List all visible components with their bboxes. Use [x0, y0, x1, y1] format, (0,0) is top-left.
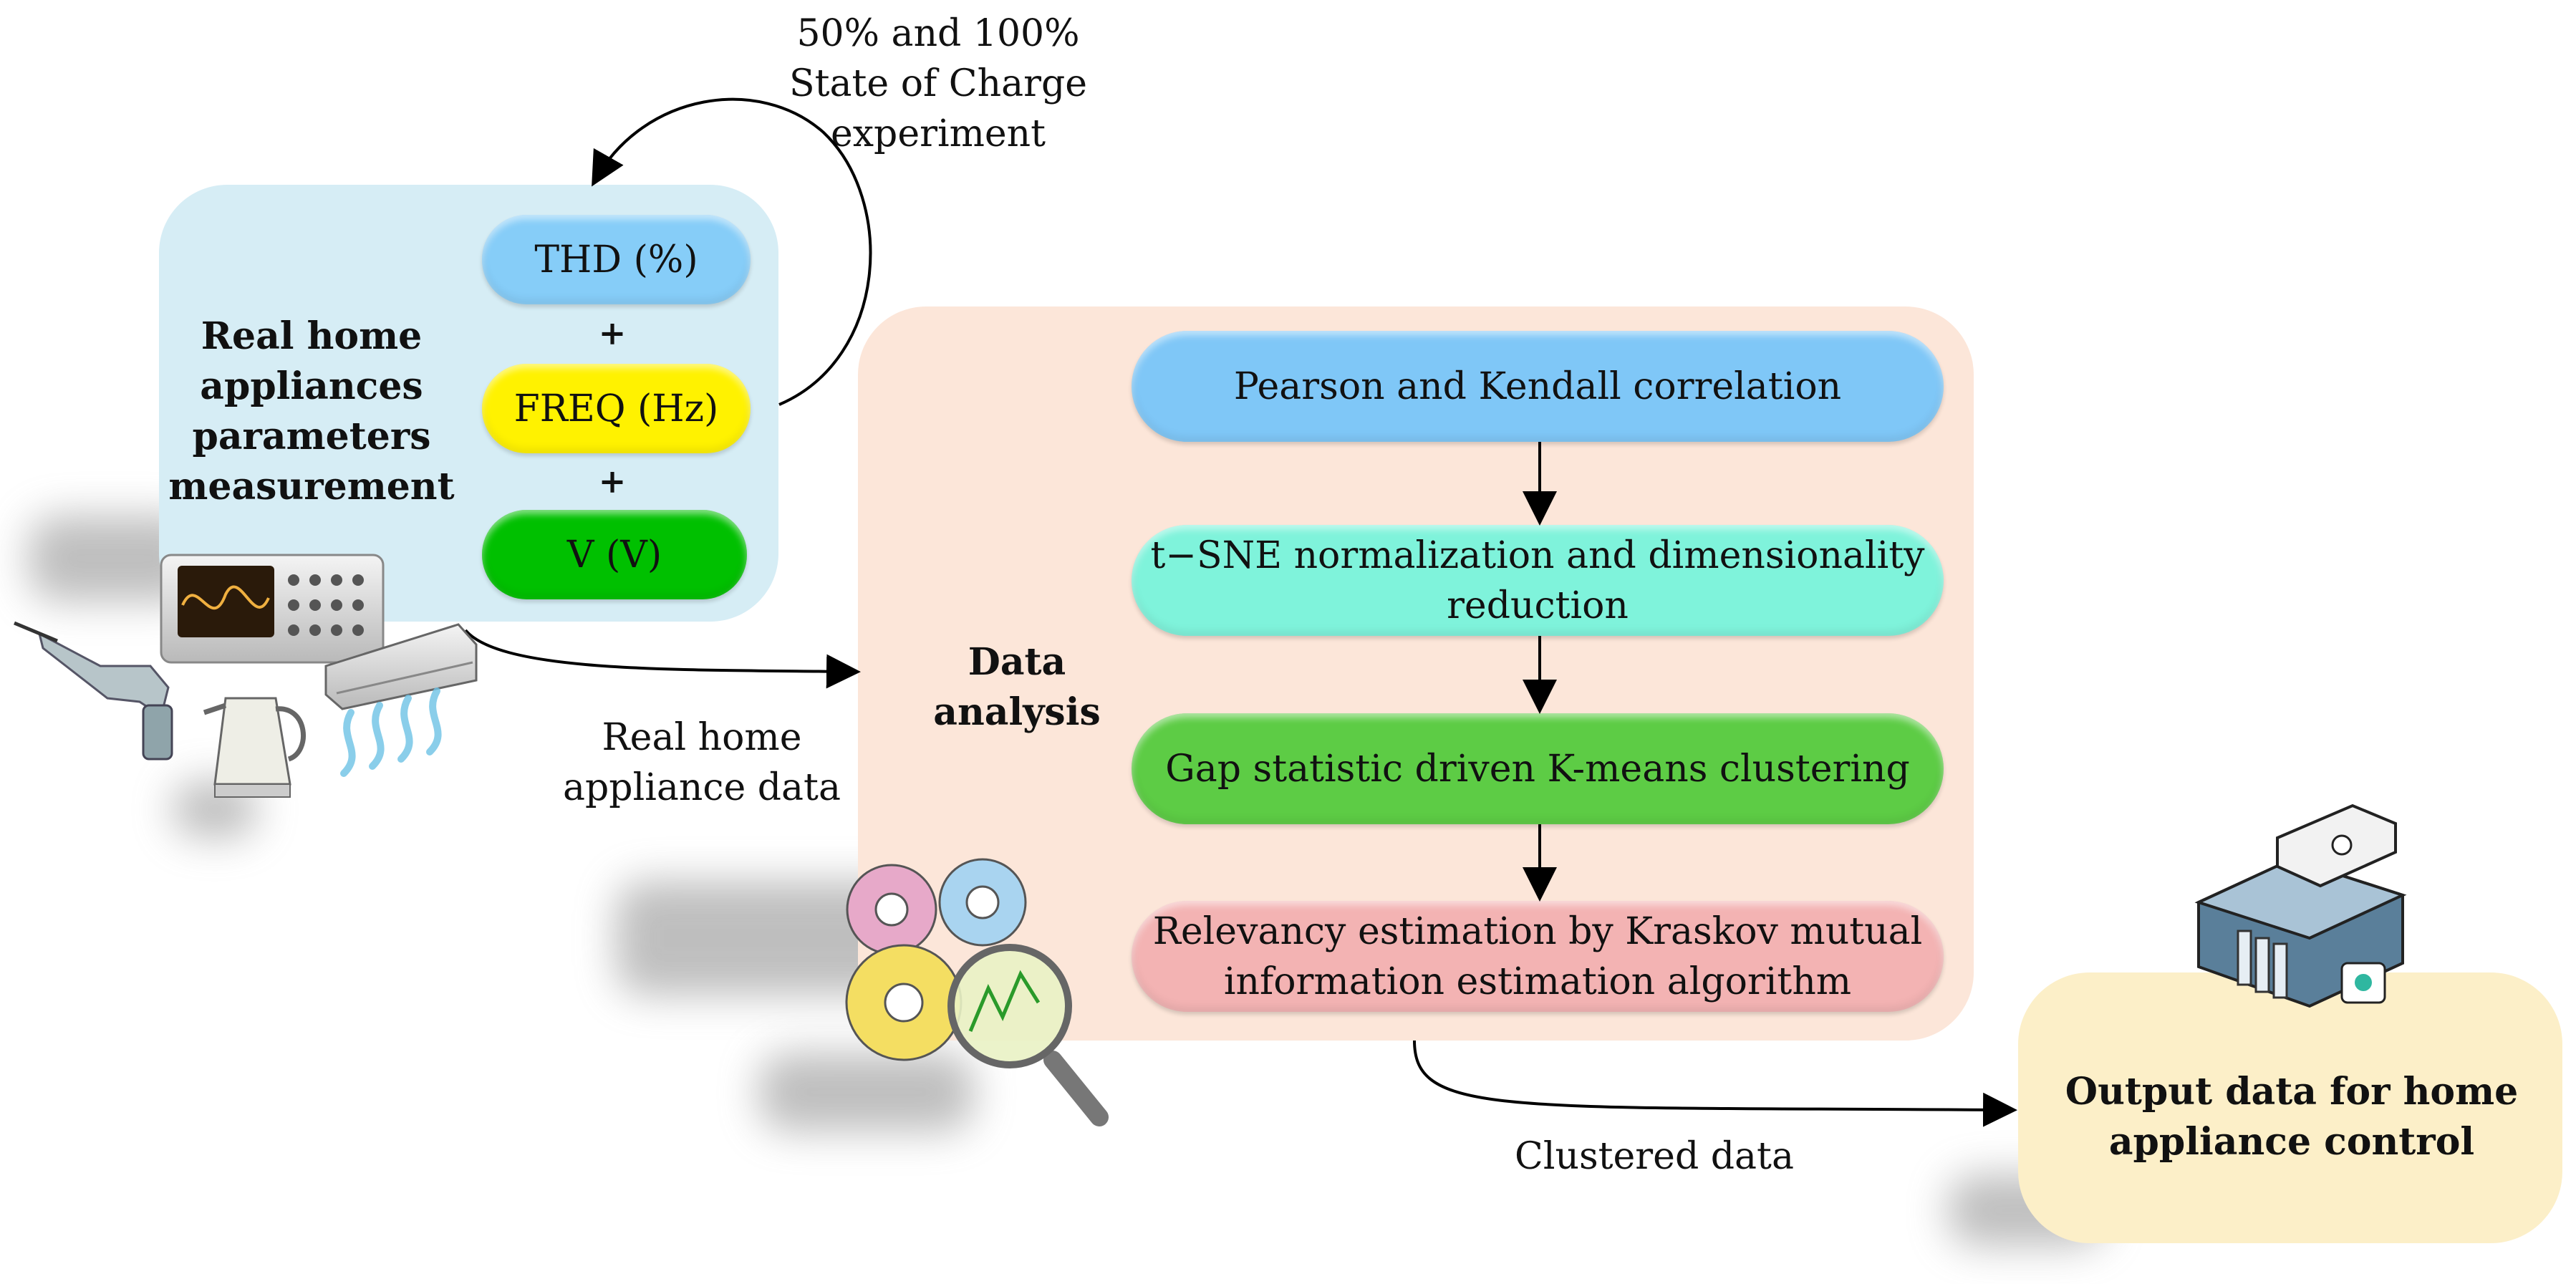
oscilloscope-icon — [160, 554, 385, 664]
appliance-data-arrow — [464, 629, 861, 689]
measurement-title: Real home appliances parameters measurem… — [168, 314, 455, 508]
clustered-data-label: Clustered data — [1515, 1135, 1794, 1178]
step-tsne: t−SNE normalization and dimensionality r… — [1132, 525, 1944, 636]
param-voltage: V (V) — [482, 510, 747, 599]
step-kmeans: Gap statistic driven K-means clustering — [1132, 713, 1944, 824]
output-panel — [2018, 972, 2562, 1243]
output-title: Output data for home appliance control — [2065, 1070, 2519, 1164]
gears-magnifier-icon — [845, 858, 1109, 1126]
soc-experiment-label: 50% and 100% State of Charge experiment — [789, 12, 1087, 155]
kettle-icon — [203, 697, 307, 798]
clustered-data-arrow — [1413, 1040, 2017, 1127]
param-freq: FREQ (Hz) — [482, 364, 751, 453]
plus-sign: + — [598, 462, 627, 501]
plus-sign: + — [598, 314, 627, 352]
analysis-title: Data analysis — [933, 640, 1101, 734]
step-correlation: Pearson and Kendall correlation — [1132, 331, 1944, 442]
server-icon — [2194, 803, 2407, 1008]
probe-icon — [14, 621, 173, 761]
step-kraskov: Relevancy estimation by Kraskov mutual i… — [1132, 901, 1944, 1012]
param-thd: THD (%) — [482, 215, 751, 304]
soc-loop-arrow — [592, 97, 872, 406]
real-data-label: Real home appliance data — [563, 716, 841, 809]
air-conditioner-icon — [324, 623, 478, 777]
